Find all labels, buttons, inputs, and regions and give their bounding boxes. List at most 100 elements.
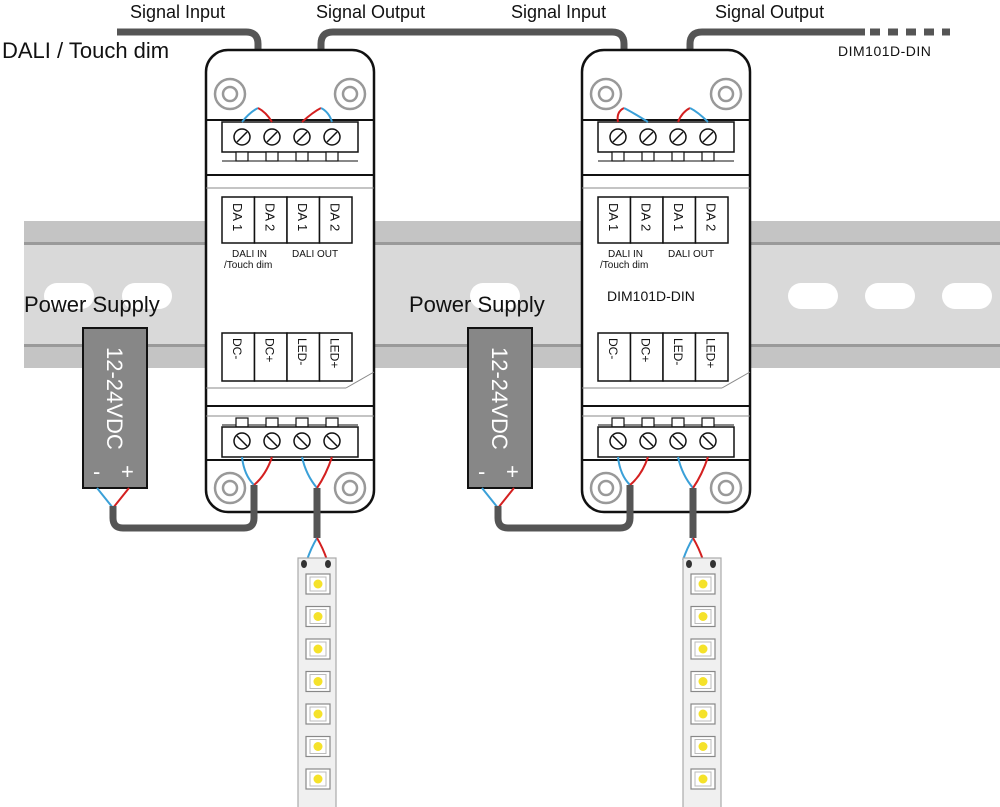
terminal-label-box [318,332,353,382]
led-light-icon [698,677,708,686]
psu-minus-wire [481,487,499,509]
terminal-tab [235,417,249,428]
bottom-terminal-block [597,417,735,458]
terminal-tab [265,417,279,428]
psu-minus-label: - [93,459,100,484]
device-body [580,48,752,514]
psu-minus-wire [96,487,114,509]
bottom-terminal-labels: DC-DC+LED-LED+ [597,332,729,382]
terminal-label-box [662,332,697,382]
terminal-label-box [597,196,632,244]
signal-wire [301,107,322,123]
led-light-icon [698,742,708,751]
power-cable [109,485,258,532]
led-chip [690,573,716,595]
psu-minus-label: - [478,459,485,484]
rail-slot [122,283,172,309]
screw-slot [702,435,714,447]
led-light-icon [313,709,323,719]
mounting-hole-inner [221,479,239,497]
psu-plus-wire [497,487,515,509]
terminal-label-ledplus: LED+ [704,338,718,368]
screw-slot [642,131,654,143]
led-chip [305,670,331,693]
mounting-hole-inner [717,85,735,103]
led-minus-wire [301,456,318,489]
terminal-label-dcminus: DC- [230,338,244,359]
strip-solder-pad [710,560,716,568]
power-supply: Power Supply 12-24VDC-+ [24,292,258,532]
signal-wire [623,107,649,123]
led-strip [682,557,722,807]
psu-plus-label: + [121,459,134,484]
psu-body [82,327,148,489]
led-chip [690,638,716,660]
terminal-tab [611,151,625,162]
terminal-label-da2: DA 2 [263,203,278,231]
psu-voltage-label: 12-24VDC [102,347,127,450]
bus-cable-between-devices [317,28,628,108]
mounting-hole-inner [341,85,359,103]
led-light-icon [698,612,708,621]
strip-solder-pad [301,560,307,568]
terminal-label-box [662,196,697,244]
terminal-tab [325,151,339,162]
signal-input-label-1: Signal Input [130,2,225,22]
terminal-label-box [286,196,321,244]
strip-solder-pad [686,560,692,568]
mounting-hole-inner [597,85,615,103]
signal-wire [689,107,709,123]
terminal-label-box [318,196,353,244]
device-model-label: DIM101D-DIN [607,288,695,304]
led-chip [305,703,331,725]
continuation-label: DIM101D-DIN [838,43,931,59]
dc-plus-wire [629,456,649,486]
signal-output-label-1: Signal Output [316,2,425,22]
terminal-tab [671,151,685,162]
terminal-label-dcplus: DC+ [263,338,277,362]
mounting-hole-inner [221,85,239,103]
bottom-terminal-labels: DC-DC+LED-LED+ [221,332,353,382]
top-terminal-block [221,121,359,162]
strip-wire-red [692,537,704,561]
led-light-icon [698,579,708,589]
signal-cables [117,28,950,108]
led-minus-wire [677,456,694,489]
divider [345,371,375,389]
divider [721,371,751,389]
terminal-label-box [629,332,664,382]
power-supply-label: Power Supply [24,292,160,317]
terminal-label-da1: DA 1 [606,203,621,231]
strip-wire-blue [306,537,318,561]
mounting-hole-inner [717,479,735,497]
psu-voltage-label: 12-24VDC [487,347,512,450]
psu-plus-label: + [506,459,519,484]
led-chip [690,605,716,628]
led-light-icon [698,644,708,654]
terminal-label-dcminus: DC- [606,338,620,359]
led-light-icon [313,742,323,751]
terminal-tab [671,417,685,428]
screw-slot [266,435,278,447]
led-light-icon [313,612,323,621]
led-chip [690,735,716,758]
terminal-label-box [253,196,288,244]
terminal-label-da2: DA 2 [328,203,343,231]
led-light-icon [313,774,323,784]
dali-in-label: DALI IN [608,249,643,260]
terminal-tab [295,417,309,428]
screw-slot [702,131,714,143]
bottom-wires [241,456,333,489]
terminal-label-box [221,196,256,244]
terminal-tab [325,417,339,428]
screw-slot [612,435,624,447]
touch-dim-label: /Touch dim [600,260,648,271]
terminal-label-box [694,196,729,244]
dc-minus-wire [241,456,255,486]
led-chip [305,573,331,595]
terminal-tab [701,151,715,162]
